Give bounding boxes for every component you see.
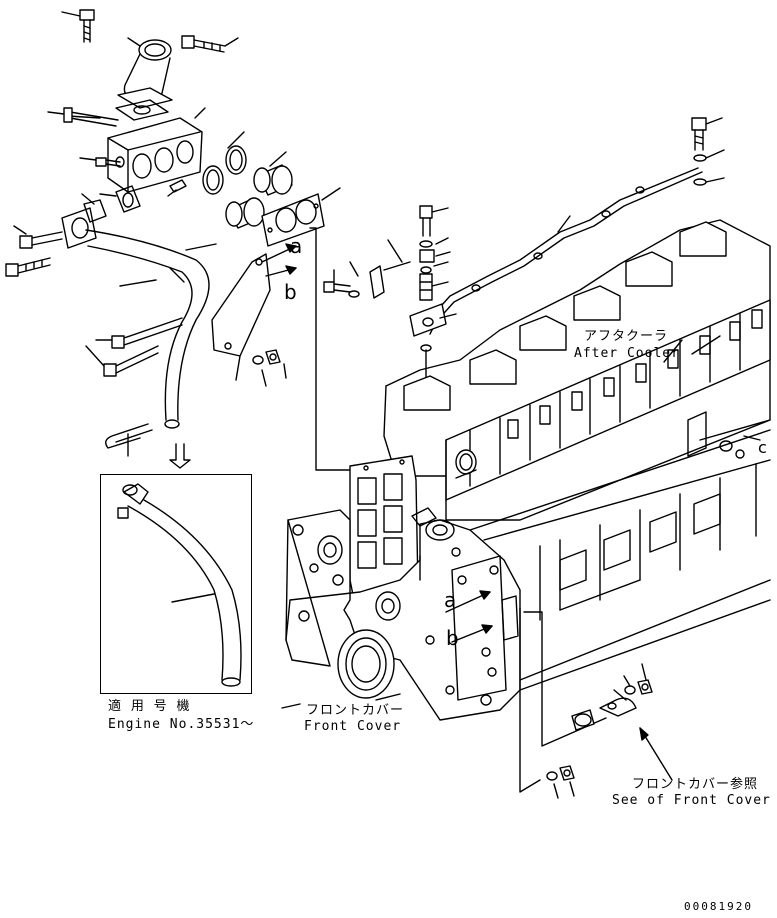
bolt-pipe-1 xyxy=(13,225,63,249)
bolt-long-2 xyxy=(85,345,159,377)
thermostat-housing-assembly xyxy=(47,9,371,471)
small-clip xyxy=(323,239,411,299)
bypass-pipe xyxy=(85,229,210,429)
leader-lines-left xyxy=(119,243,217,287)
front-cover-label-en: Front Cover xyxy=(304,719,402,734)
reference-line-housing xyxy=(309,227,371,471)
pipe-flange xyxy=(61,193,107,249)
thermostat-housing xyxy=(47,107,206,193)
bypass-pipe-assembly xyxy=(5,193,297,457)
cylinder-heads xyxy=(403,221,727,411)
bolt-upper-right xyxy=(181,35,239,53)
bolt-long-1 xyxy=(95,317,183,349)
bolt-left-small xyxy=(79,157,121,167)
block-body xyxy=(445,411,771,691)
washer-nut-lower xyxy=(546,765,575,799)
washer-nut-bracket xyxy=(252,349,287,387)
water-outlet-elbow xyxy=(117,37,173,109)
u-bolt xyxy=(105,423,153,457)
front-cover-label-jp: フロントカバー xyxy=(306,703,405,718)
clamp xyxy=(599,689,637,717)
engine-number-label-jp: 適 用 号 機 xyxy=(108,699,191,714)
bolt-top xyxy=(61,9,95,43)
bolt-pipe-2 xyxy=(5,257,51,277)
small-block xyxy=(167,179,187,197)
reference-a-top: a xyxy=(290,234,303,258)
washer-nut-upper xyxy=(623,663,653,695)
connector-fitting xyxy=(419,273,449,301)
bolt-middle xyxy=(419,205,451,274)
see-front-cover-label-jp: フロントカバー参照 xyxy=(632,777,759,792)
thermostats xyxy=(225,151,293,229)
reference-a-block: a xyxy=(444,588,457,612)
pipe-bracket xyxy=(211,243,297,381)
drawing-number: 00081920 xyxy=(684,900,753,913)
after-cooler-label-en: After Cooler xyxy=(574,346,680,361)
reference-c: c xyxy=(758,438,767,457)
engine-block xyxy=(285,219,771,721)
gasket-upper xyxy=(115,99,169,121)
reference-b-top: b xyxy=(284,280,297,304)
o-ring-pair xyxy=(202,131,247,195)
bolt-aftercooler xyxy=(691,117,723,151)
gasket-lower-left xyxy=(99,185,141,213)
callout-leaders xyxy=(281,335,721,709)
clamp-parts xyxy=(519,607,673,799)
spacer xyxy=(571,709,595,731)
front-cover xyxy=(285,507,521,721)
after-cooler-body xyxy=(445,299,771,501)
gasket-fitting xyxy=(409,303,457,352)
down-arrow xyxy=(169,443,191,469)
see-front-cover-label-en: See of Front Cover xyxy=(612,793,771,808)
inset-frame xyxy=(100,474,252,694)
engine-number-label-en: Engine No.35531～ xyxy=(108,717,255,732)
gasket-thermostat xyxy=(261,187,341,247)
after-cooler-label-jp: アフタクーラ xyxy=(584,329,669,344)
inset-pipe xyxy=(117,483,242,687)
reference-b-block: b xyxy=(446,626,459,650)
after-cooler-tube xyxy=(425,167,699,331)
